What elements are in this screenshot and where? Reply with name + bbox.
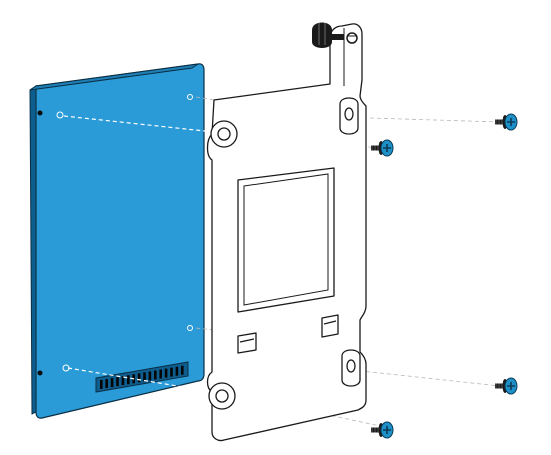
screw-icon [371,139,394,157]
sata-pin [121,376,125,386]
sata-pin [105,379,108,389]
sata-pin [159,369,162,379]
bracket-mount-ring [339,97,359,135]
ssd-screw-hole [187,325,193,331]
sata-pin [143,372,146,382]
sata-pin [164,368,168,378]
bracket-mount-ring [210,120,238,148]
sata-pin [154,370,157,380]
bracket-tab [321,314,339,338]
bracket-mount-ring [341,349,361,387]
screw-icon [495,377,518,395]
ssd-side-edge [29,85,37,415]
sata-pin [175,366,179,376]
sata-pin [100,380,103,389]
sata-pin [127,375,130,385]
sata-pin [148,371,152,381]
ssd-face [35,63,205,419]
sata-pin [170,367,173,377]
bracket-window [237,167,335,313]
sata-pin [116,377,119,387]
ssd-drive-icon [29,63,205,419]
sata-connector [95,361,189,393]
sata-pin [110,378,114,388]
screws [371,113,518,439]
mounting-bracket-icon [206,23,367,442]
ssd-screw-hole [187,94,193,100]
ssd-side-hole [37,370,43,376]
sata-pin [137,373,141,383]
ssd-top-edge [29,63,199,91]
sata-pin [181,365,184,375]
ssd-side-hole [37,110,43,116]
thumbscrew-icon [312,22,358,48]
ssd-screw-hole [56,111,64,119]
screw-icon [495,113,518,131]
screw-icon [371,421,394,439]
bracket-tab [237,332,257,354]
bracket-mount-ring [208,382,236,410]
